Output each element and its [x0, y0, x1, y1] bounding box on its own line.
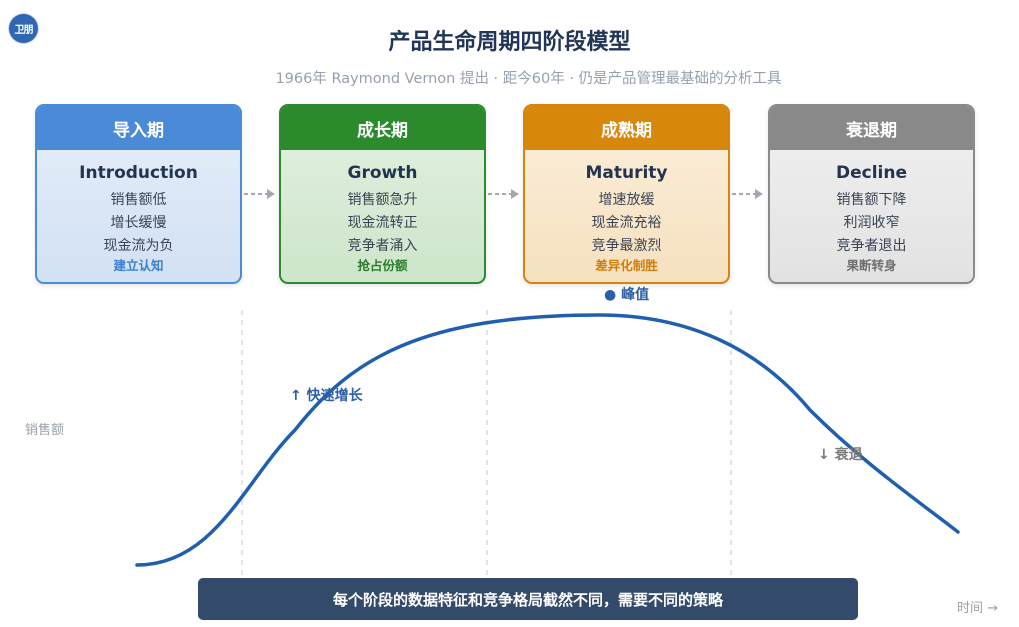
stage-point: 现金流为负: [103, 238, 174, 254]
stage-english-name: Decline: [835, 163, 907, 183]
stage-card-decline: 衰退期 Decline 销售额下降 利润收窄 竞争者退出 果断转身: [768, 104, 975, 284]
stage-english-name: Introduction: [79, 163, 198, 183]
arrow-right-icon: [244, 189, 275, 199]
stage-strategy: 果断转身: [846, 258, 897, 273]
stage-strategy: 建立认知: [113, 258, 164, 273]
arrow-right-icon: [488, 189, 519, 199]
stage-point: 利润收窄: [843, 215, 900, 231]
logo-text: 卫朋: [14, 25, 34, 36]
stage-english-name: Growth: [347, 163, 418, 183]
stage-card-growth: 成长期 Growth 销售额急升 现金流转正 竞争者涌入 抢占份额: [279, 104, 486, 284]
stage-point: 销售额下降: [836, 192, 907, 208]
page-subtitle: 1966年 Raymond Vernon 提出 · 距今60年 · 仍是产品管理…: [275, 71, 782, 87]
stage-english-name: Maturity: [585, 163, 668, 183]
y-axis-label: 销售额: [25, 423, 65, 438]
stage-point: 竞争最激烈: [591, 238, 662, 254]
stage-point: 现金流充裕: [591, 215, 662, 231]
stage-card-introduction: 导入期 Introduction 销售额低 增长缓慢 现金流为负 建立认知: [35, 104, 242, 284]
decline-annotation: ↓ 衰退: [818, 447, 863, 463]
stage-strategy: 抢占份额: [357, 258, 408, 273]
stage-point: 竞争者涌入: [347, 238, 418, 254]
sales-curve: [135, 313, 960, 567]
stage-title: 成熟期: [525, 106, 728, 150]
stage-point: 增速放缓: [598, 192, 655, 208]
stage-card-maturity: 成熟期 Maturity 增速放缓 现金流充裕 竞争最激烈 差异化制胜: [523, 104, 730, 284]
page-title: 产品生命周期四阶段模型: [388, 30, 631, 55]
stage-point: 竞争者退出: [836, 238, 907, 254]
x-axis-label: 时间 →: [957, 601, 999, 616]
stage-point: 销售额低: [110, 192, 167, 208]
stage-point: 现金流转正: [347, 215, 418, 231]
arrow-right-icon: [732, 189, 763, 199]
stage-title: 成长期: [281, 106, 484, 150]
peak-annotation: ● 峰值: [604, 287, 650, 303]
summary-banner: 每个阶段的数据特征和竞争格局截然不同，需要不同的策略: [198, 578, 858, 620]
stage-point: 增长缓慢: [110, 215, 167, 231]
stage-title: 衰退期: [770, 106, 973, 150]
logo-badge: 卫朋: [9, 14, 38, 43]
stage-strategy: 差异化制胜: [595, 258, 658, 273]
stage-point: 销售额急升: [347, 192, 418, 208]
stage-title: 导入期: [37, 106, 240, 150]
growth-annotation: ↑ 快速增长: [290, 388, 363, 404]
